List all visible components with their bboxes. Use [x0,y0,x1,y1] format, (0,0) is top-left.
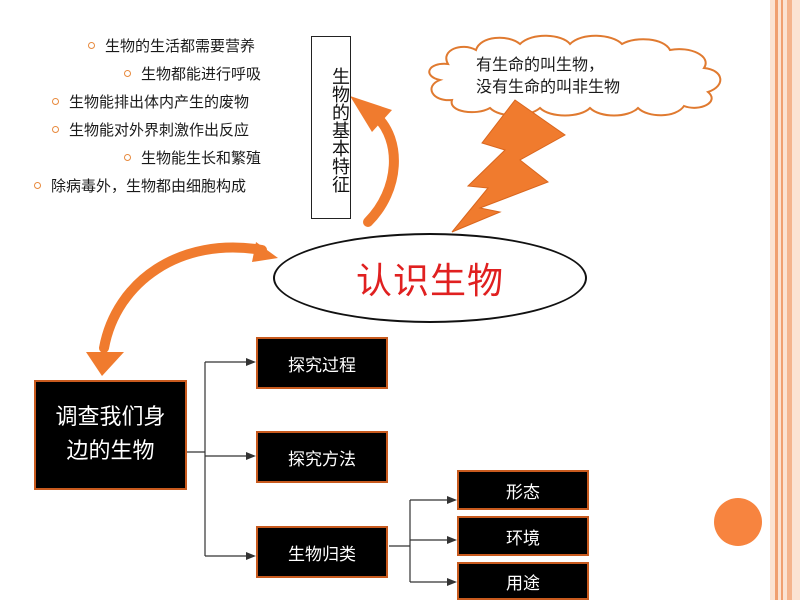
survey-line-2: 边的生物 [66,439,155,464]
center-topic-ellipse: 认识生物 [273,233,587,323]
trait-text: 生物能生长和繁殖 [141,148,262,167]
decor-stripe-line-2 [781,0,783,600]
traits-title-box: 生物的基本特征 [311,36,351,219]
class-use-box: 用途 [457,562,589,600]
cloud-callout-text: 有生命的叫生物， 没有生命的叫非生物 [476,54,686,98]
branch-process-box: 探究过程 [256,337,388,389]
bullet-icon [124,69,131,77]
decor-stripe-line-1 [775,0,778,600]
curved-arrow-survey [99,242,267,353]
curved-arrow-traits [363,111,399,227]
cloud-line-1: 有生命的叫生物， [476,55,605,74]
bullet-icon [124,153,131,161]
survey-box: 调查我们身 边的生物 [34,380,187,490]
survey-line-1: 调查我们身 [55,405,166,430]
bullet-icon [34,181,41,189]
branch-classify-box: 生物归类 [256,526,388,578]
branch-method-box: 探究方法 [256,431,388,483]
trait-text: 生物都能进行呼吸 [141,64,262,83]
arrow-head-survey [86,352,124,376]
bullet-icon [88,41,95,49]
class-form-box: 形态 [457,470,589,510]
list-item: 生物的生活都需要营养 [88,33,255,57]
bullet-icon [52,125,59,133]
traits-list: 生物的生活都需要营养 生物都能进行呼吸 生物能排出体内产生的废物 生物能对外界刺… [0,0,300,200]
list-item: 生物能生长和繁殖 [124,145,261,169]
trait-text: 生物能排出体内产生的废物 [69,92,250,111]
arrow-head-traits [350,96,392,132]
list-item: 生物都能进行呼吸 [124,61,261,85]
cloud-line-2: 没有生命的叫非生物 [476,77,621,96]
lightning-bolt-shape [451,99,566,233]
decor-circle [714,498,762,546]
trait-text: 生物能对外界刺激作出反应 [69,120,250,139]
bullet-icon [52,97,59,105]
cloud-shape [428,34,722,117]
trait-text: 除病毒外，生物都由细胞构成 [51,176,247,195]
class-environment-box: 环境 [457,516,589,556]
trait-text: 生物的生活都需要营养 [105,36,256,55]
list-item: 生物能对外界刺激作出反应 [52,117,249,141]
list-item: 除病毒外，生物都由细胞构成 [34,173,246,197]
arrow-tail-survey [252,242,278,262]
decor-stripe-line-3 [787,0,792,600]
list-item: 生物能排出体内产生的废物 [52,89,249,113]
